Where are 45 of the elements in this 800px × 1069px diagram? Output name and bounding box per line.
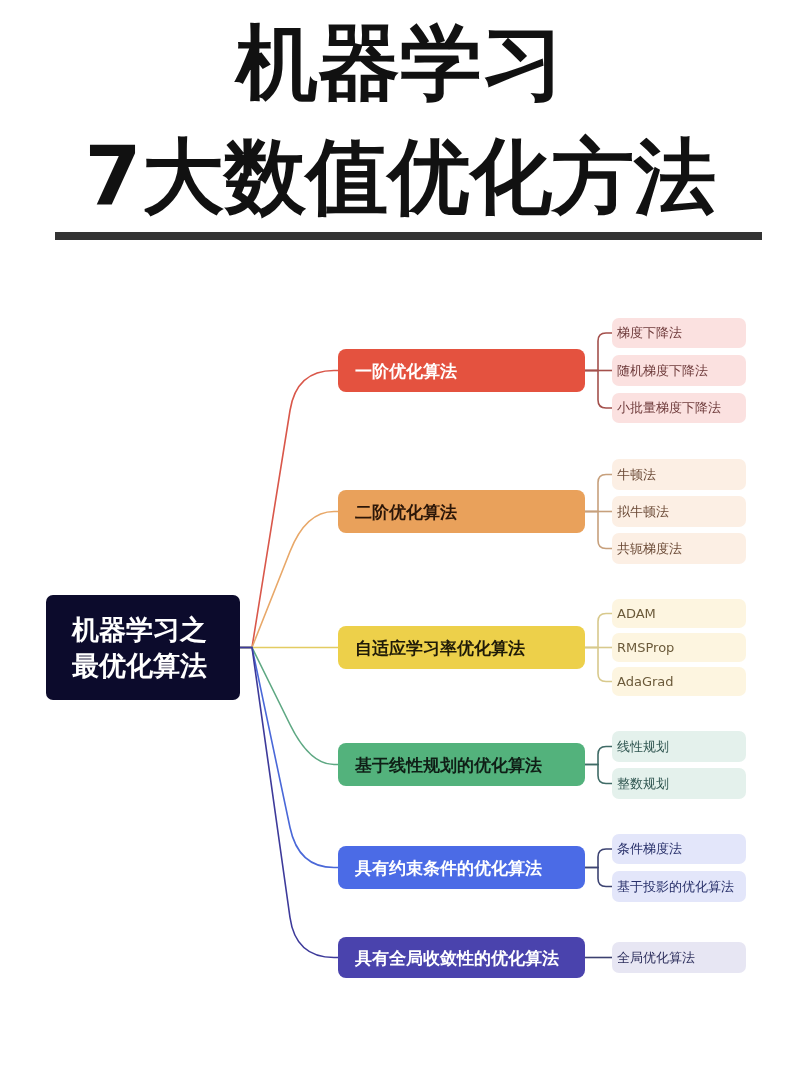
- subtopic-text: 共轭梯度法: [617, 539, 682, 558]
- topic-box: [338, 846, 585, 889]
- topic-box: [338, 743, 585, 786]
- branch-line: [239, 646, 339, 959]
- subtopic-box: [612, 667, 746, 696]
- branch-line: [584, 956, 613, 959]
- subtopic-text: 拟牛顿法: [617, 502, 669, 521]
- topic-box: [338, 937, 585, 978]
- subtopic-text: 全局优化算法: [617, 948, 695, 967]
- subtopic-text: AdaGrad: [617, 672, 674, 691]
- subtopic-box: [612, 355, 746, 386]
- subtopic-box: [612, 871, 746, 902]
- subtopic-box: [612, 768, 746, 799]
- subtopic-box: [612, 318, 746, 348]
- topic-text: 具有约束条件的优化算法: [355, 856, 542, 879]
- topic-box: [338, 349, 585, 392]
- subtopic-text: 基于投影的优化算法: [617, 877, 734, 896]
- subtopic-text: 梯度下降法: [617, 324, 682, 342]
- subtopic-text: 条件梯度法: [617, 840, 682, 858]
- subtopic-text: 随机梯度下降法: [617, 361, 708, 380]
- root-topic-text: 机器学习之最优化算法: [72, 612, 208, 683]
- subtopic-box: [612, 533, 746, 564]
- subtopic-box: [612, 633, 746, 662]
- subtopic-text: 整数规划: [617, 774, 669, 793]
- topic-text: 一阶优化算法: [355, 359, 457, 382]
- title: 机器学习 7大数值优化方法: [83, 14, 717, 226]
- subtopic-text: ADAM: [617, 604, 656, 623]
- subtopic-box: [612, 393, 746, 423]
- subtopic-box: [612, 459, 746, 490]
- topic-box: [338, 626, 585, 669]
- subtopic-text: 小批量梯度下降法: [617, 399, 721, 417]
- subtopic-box: [612, 599, 746, 628]
- subtopic-box: [612, 731, 746, 762]
- topic-text: 基于线性规划的优化算法: [355, 753, 542, 776]
- subtopic-box: [612, 942, 746, 973]
- topic-text: 自适应学习率优化算法: [355, 636, 525, 659]
- subtopic-text: 牛顿法: [617, 465, 656, 484]
- topic-text: 具有全局收敛性的优化算法: [355, 946, 559, 969]
- root-topic-box: [46, 595, 240, 700]
- topic-text: 二阶优化算法: [355, 500, 457, 523]
- subtopic-text: RMSProp: [617, 638, 675, 657]
- subtopic-box: [612, 496, 746, 527]
- topic-box: [338, 490, 585, 533]
- subtopic-box: [612, 834, 746, 864]
- subtopic-text: 线性规划: [617, 737, 669, 756]
